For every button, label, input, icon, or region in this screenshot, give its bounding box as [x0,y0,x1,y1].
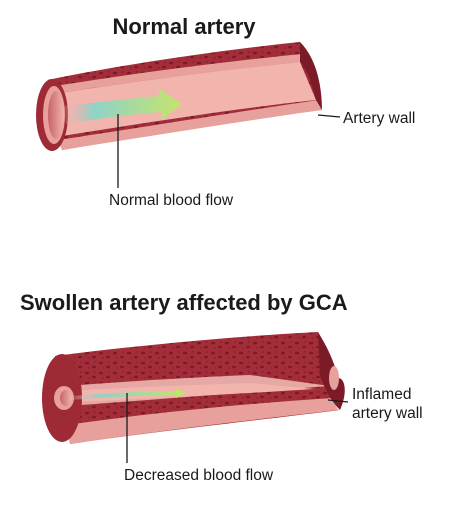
inflamed-wall-leader-line [327,399,349,403]
normal-flow-arrow [64,88,182,124]
normal-artery-lower-lining [58,100,322,150]
artery-wall-label: Artery wall [343,110,416,127]
normal-artery-far-end [300,42,322,110]
normal-artery-title: Normal artery [112,14,256,39]
normal-artery-illustration [36,42,341,188]
gca-artery-lower-lining [66,398,338,444]
normal-artery-lumen [60,62,316,136]
normal-artery-upper-lining [55,54,305,93]
inflamed-artery-wall-label: Inflamed artery wall [352,385,423,423]
inflamed-label-line-1: Inflamed [352,386,412,403]
normal-blood-flow-label: Normal blood flow [109,192,234,209]
gca-artery-title: Swollen artery affected by GCA [20,290,348,315]
decreased-blood-flow-label: Decreased blood flow [124,467,274,484]
inflamed-label-line-2: artery wall [352,405,423,422]
artery-wall-leader-line [317,114,341,118]
gca-artery-illustration [42,332,349,463]
decreased-flow-arrow [72,388,186,400]
